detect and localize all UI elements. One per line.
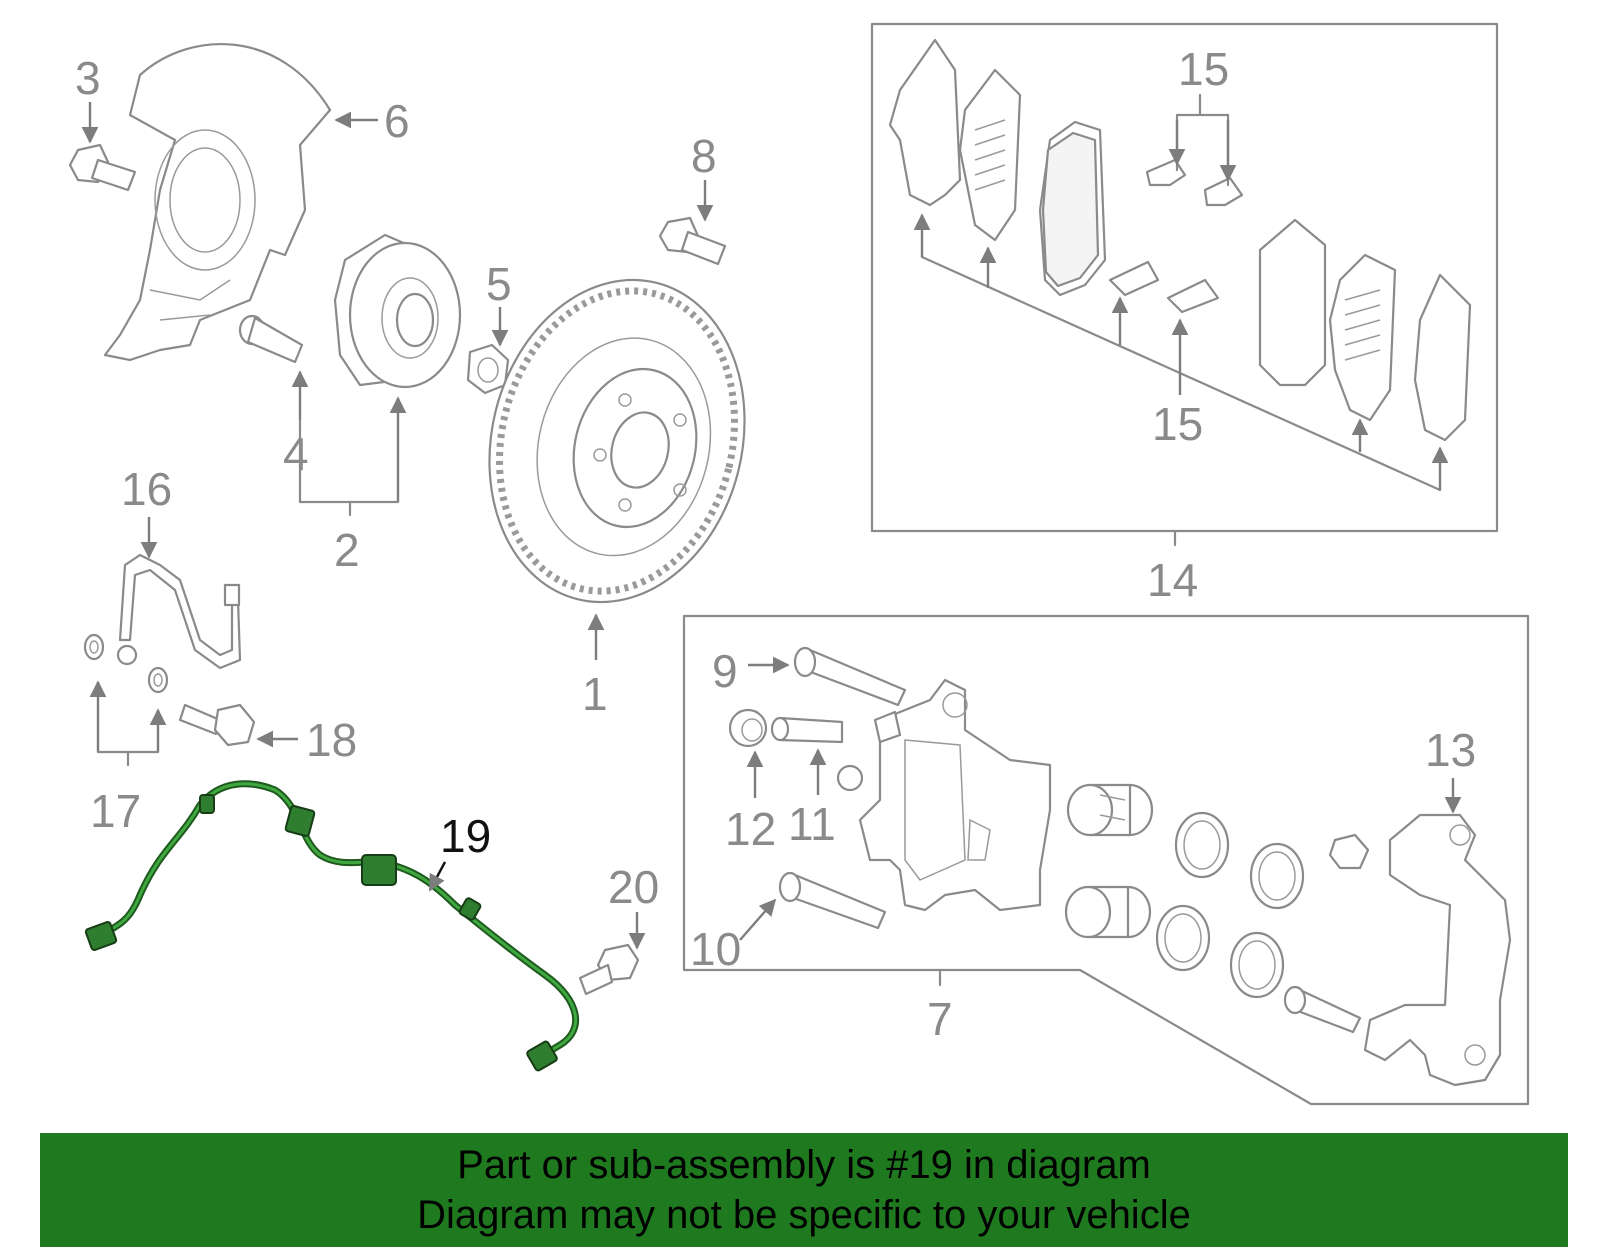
brake-hose-part-16 [116,553,242,670]
part-number-labels: 3 6 8 5 4 2 1 16 18 17 19 20 15 15 14 9 … [75,43,1476,1045]
abs-wheel-speed-sensor-harness-part-19[interactable] [84,780,579,1072]
label-part-5: 5 [486,258,512,310]
caliper-assembly-box-part-7 [682,614,1530,1106]
label-part-11: 11 [788,798,836,850]
label-part-20: 20 [608,861,659,913]
bolt-part-8 [658,216,727,266]
label-part-12: 12 [725,803,776,855]
info-banner: Part or sub-assembly is #19 in diagram D… [40,1133,1568,1247]
label-part-7: 7 [927,993,953,1045]
banner-line-2: Diagram may not be specific to your vehi… [417,1193,1191,1237]
label-part-14: 14 [1147,554,1198,606]
label-part-18: 18 [306,714,357,766]
brake-parts-diagram: 3 6 8 5 4 2 1 16 18 17 19 20 15 15 14 9 … [68,22,1530,1106]
label-part-16: 16 [121,463,172,515]
wheel-stud-part-4 [238,314,304,364]
banjo-bolt-part-18 [178,703,256,747]
hub-bearing-part-2 [333,233,462,389]
washers-part-17 [83,633,169,694]
label-part-3: 3 [75,52,101,104]
label-part-13: 13 [1425,724,1476,776]
label-part-15-top: 15 [1178,43,1229,95]
bolt-part-3 [68,143,137,192]
banner-line-1: Part or sub-assembly is #19 in diagram [457,1143,1151,1187]
label-part-1: 1 [582,668,608,720]
label-part-10: 10 [690,923,741,975]
bolt-part-20 [578,943,640,996]
nut-part-5 [466,343,510,395]
label-part-15-bottom: 15 [1152,398,1203,450]
dust-shield-part-6 [103,42,332,362]
brake-rotor-part-1 [488,278,746,604]
label-part-4: 4 [283,428,309,480]
label-part-2: 2 [334,524,360,576]
label-part-17: 17 [90,785,141,837]
leader-lines [81,102,1462,950]
label-part-19: 19 [440,810,491,862]
label-part-8: 8 [691,130,717,182]
label-part-9: 9 [712,645,738,697]
label-part-6: 6 [384,95,410,147]
brake-pad-kit-box-part-14 [870,22,1499,547]
